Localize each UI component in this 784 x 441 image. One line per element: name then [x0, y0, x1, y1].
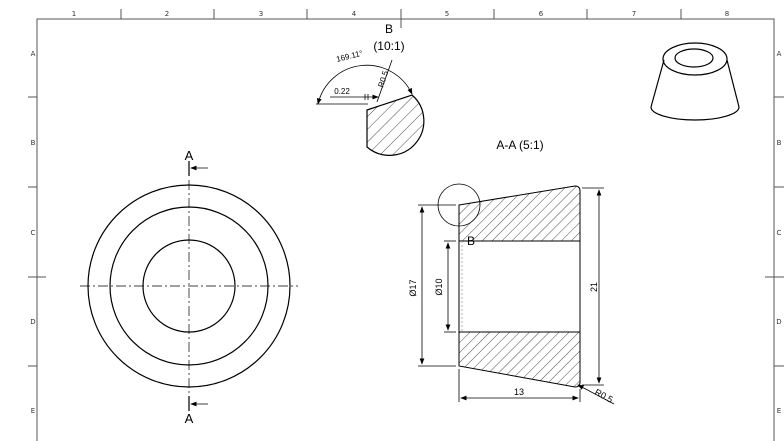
section-view: A-A (5:1) B Ø17 Ø10 21 13 R0.5: [408, 138, 615, 405]
column-labels: 1 2 3 4 5 6 7 8: [72, 10, 729, 18]
row-label: E: [31, 407, 35, 415]
detail-view: B (10:1) 169.11° R0.5 0.22: [316, 22, 425, 156]
sheet-frame: [28, 9, 784, 441]
row-label: D: [30, 318, 35, 326]
column-label: 5: [445, 10, 449, 18]
dim-inner-diameter: Ø10: [434, 278, 444, 295]
column-label: 2: [165, 10, 169, 18]
detail-radius: R0.5: [376, 69, 390, 88]
row-label: A: [31, 50, 36, 58]
column-label: 6: [539, 10, 544, 18]
dim-radius: R0.5: [593, 387, 614, 405]
row-labels: A B C D E A B C D E: [30, 50, 781, 415]
dim-height: 21: [589, 282, 599, 292]
dim-angle: 169.11°: [335, 49, 363, 64]
column-label: 3: [259, 10, 263, 18]
dim-offset: 0.22: [334, 87, 350, 96]
section-marker-top: A: [185, 148, 194, 163]
front-view: A A: [80, 148, 298, 426]
detail-scale: (10:1): [373, 39, 404, 53]
row-label: E: [777, 407, 781, 415]
row-label: B: [777, 139, 782, 147]
detail-reference-label: B: [467, 234, 475, 248]
row-label: B: [31, 139, 36, 147]
section-marker-bottom: A: [185, 411, 194, 426]
isometric-view: [650, 42, 740, 121]
detail-title: B: [385, 22, 393, 36]
column-label: 7: [632, 10, 636, 18]
column-label: 8: [725, 10, 729, 18]
row-label: C: [31, 229, 36, 237]
column-label: 4: [352, 10, 357, 18]
row-label: A: [777, 50, 782, 58]
section-title: A-A (5:1): [496, 138, 543, 152]
row-label: C: [777, 229, 782, 237]
dim-outer-diameter: Ø17: [408, 279, 418, 296]
row-label: D: [776, 318, 781, 326]
dim-length: 13: [514, 387, 524, 397]
column-label: 1: [72, 10, 76, 18]
